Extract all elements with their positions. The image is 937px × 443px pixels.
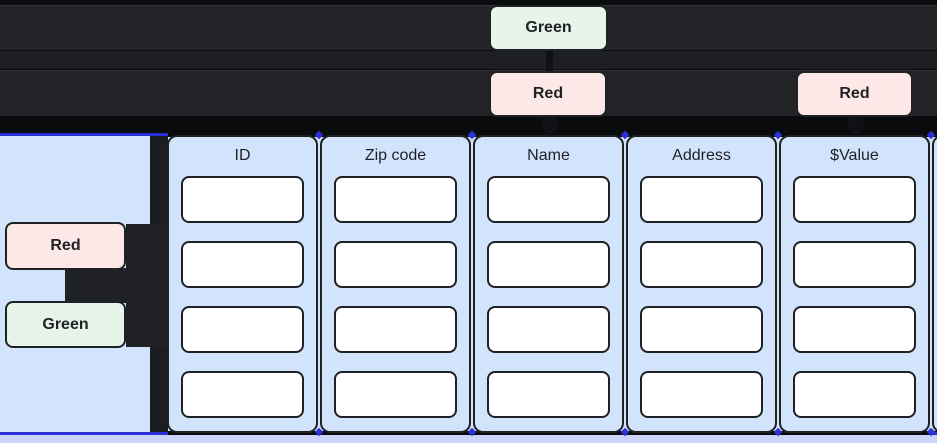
input-slot[interactable]: [487, 241, 610, 288]
input-slot[interactable]: [793, 306, 916, 353]
input-slot[interactable]: [487, 176, 610, 223]
callout-link-connector: [65, 268, 168, 303]
column-partial-right: [932, 135, 937, 433]
green-callout-stem: [546, 51, 553, 71]
input-slot[interactable]: [640, 371, 763, 418]
column-header: ID: [234, 147, 251, 164]
input-slot[interactable]: [181, 306, 304, 353]
green-callout-connector: [126, 303, 168, 347]
green-callout-left[interactable]: Green: [5, 301, 126, 348]
red-callout-connector: [126, 224, 168, 268]
column-id: ID: [167, 135, 318, 433]
column-header: Zip code: [364, 147, 427, 164]
input-slot[interactable]: [487, 306, 610, 353]
red-callout-name-column[interactable]: Red: [489, 71, 607, 117]
slot-list: [781, 176, 928, 418]
input-slot[interactable]: [487, 371, 610, 418]
input-slot[interactable]: [334, 371, 457, 418]
red-callout-left[interactable]: Red: [5, 222, 126, 270]
input-slot[interactable]: [181, 241, 304, 288]
bottom-lavender-strip: [0, 435, 937, 443]
input-slot[interactable]: [640, 176, 763, 223]
input-slot[interactable]: [334, 241, 457, 288]
input-slot[interactable]: [181, 176, 304, 223]
slot-list: [169, 176, 316, 418]
down-arrow-icon: [846, 126, 866, 136]
column-header: Address: [672, 147, 731, 164]
input-slot[interactable]: [334, 306, 457, 353]
input-slot[interactable]: [334, 176, 457, 223]
slot-list: [475, 176, 622, 418]
red-callout-value-stem: [848, 117, 863, 127]
toolbar-row-bottom: [0, 70, 937, 117]
down-arrow-icon: [540, 126, 560, 136]
red-callout-name-stem: [542, 117, 557, 127]
form-columns: ID Zip code Name Address $Value: [167, 135, 937, 433]
input-slot[interactable]: [640, 306, 763, 353]
column-value: $Value: [779, 135, 930, 433]
red-callout-value-column[interactable]: Red: [796, 71, 913, 117]
slot-list: [628, 176, 775, 418]
toolbar-row-top: [0, 5, 937, 51]
column-zip-code: Zip code: [320, 135, 471, 433]
column-header: $Value: [830, 147, 879, 164]
column-header: Name: [527, 147, 570, 164]
column-address: Address: [626, 135, 777, 433]
input-slot[interactable]: [793, 176, 916, 223]
toolbar-row-middle: [0, 51, 937, 70]
column-name: Name: [473, 135, 624, 433]
input-slot[interactable]: [181, 371, 304, 418]
input-slot[interactable]: [640, 241, 763, 288]
input-slot[interactable]: [793, 241, 916, 288]
input-slot[interactable]: [793, 371, 916, 418]
green-callout-top[interactable]: Green: [489, 5, 608, 51]
slot-list: [322, 176, 469, 418]
